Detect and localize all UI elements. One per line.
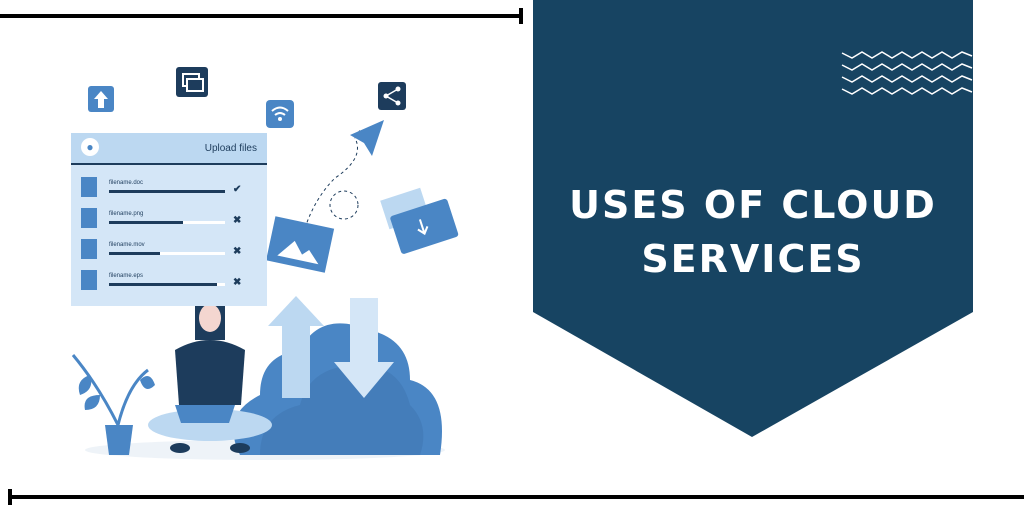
- wifi-icon: [266, 100, 294, 128]
- progress-bar: [109, 252, 225, 255]
- woman-with-laptop: [148, 294, 272, 453]
- bottom-rule: [8, 489, 1024, 505]
- share-icon: [378, 82, 406, 110]
- zigzag-decoration: [841, 51, 973, 95]
- user-avatar-icon: ●: [81, 138, 99, 156]
- title-line-2: SERVICES: [641, 237, 865, 281]
- file-icon: [81, 270, 97, 290]
- title-line-1: USES OF CLOUD: [569, 183, 937, 227]
- upload-arrow-icon: [88, 86, 114, 112]
- cancel-icon[interactable]: ✖: [233, 246, 242, 257]
- file-icon: [81, 177, 97, 197]
- page-title: USES OF CLOUD SERVICES: [533, 178, 973, 286]
- top-rule: [0, 8, 523, 24]
- upload-files-label: Upload files: [204, 143, 257, 154]
- progress-bar: [109, 221, 225, 224]
- file-icon: [81, 208, 97, 228]
- title-banner: [533, 0, 973, 437]
- file-row: filename.mov ✖: [81, 239, 257, 263]
- cancel-icon[interactable]: ✖: [233, 215, 242, 226]
- check-icon: ✔: [233, 184, 242, 195]
- progress-bar: [109, 283, 225, 286]
- file-icon: [81, 239, 97, 259]
- windows-icon: [176, 67, 208, 97]
- paper-plane-icon: [350, 120, 384, 156]
- file-name: filename.doc: [109, 180, 144, 186]
- download-arrow: [334, 298, 394, 398]
- upload-arrow: [268, 296, 324, 398]
- file-name: filename.png: [109, 211, 144, 217]
- panel-header: ● Upload files: [71, 133, 267, 165]
- potted-plant: [71, 354, 155, 455]
- file-row: filename.doc ✔: [81, 177, 257, 201]
- file-name: filename.eps: [109, 273, 144, 279]
- file-name: filename.mov: [109, 242, 145, 248]
- progress-bar: [109, 190, 225, 193]
- image-card-icon: [266, 216, 335, 273]
- folder-icon: [380, 187, 459, 254]
- cancel-icon[interactable]: ✖: [233, 277, 242, 288]
- file-row: filename.eps ✖: [81, 270, 257, 294]
- file-row: filename.png ✖: [81, 208, 257, 232]
- upload-files-panel: ● Upload files filename.doc ✔ filename.p…: [71, 133, 267, 306]
